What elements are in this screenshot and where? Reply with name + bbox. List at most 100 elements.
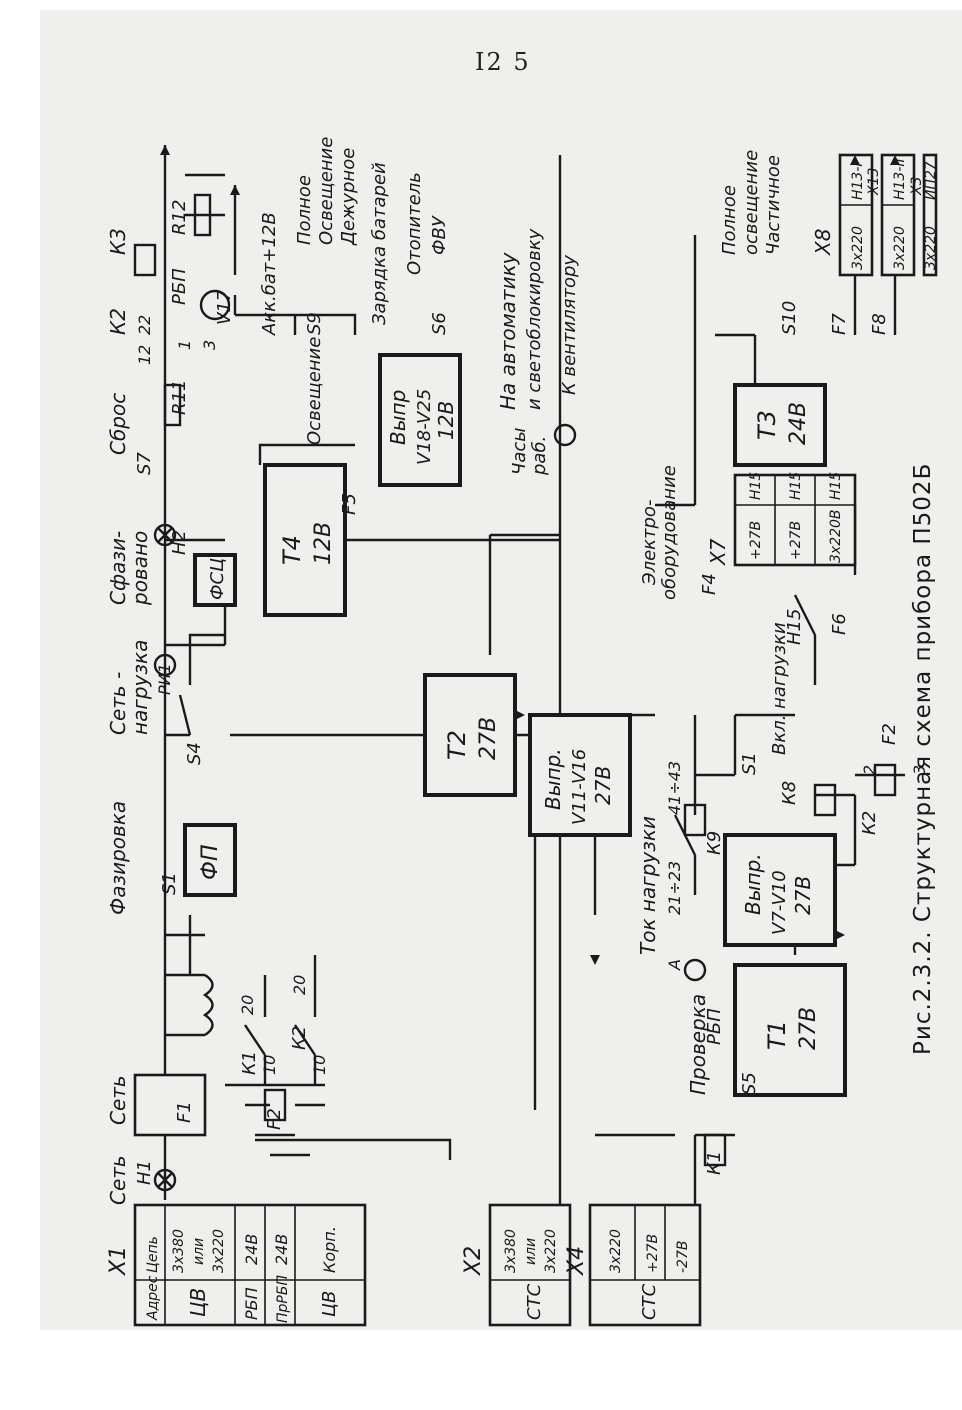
x4-right-bot: -27В: [675, 1241, 691, 1273]
x3-right: ИП27: [923, 161, 939, 200]
relay-k9-icon: [683, 803, 707, 837]
v7-line3: 27В: [791, 876, 815, 915]
label-s7: S7: [134, 452, 155, 475]
label-ammeter: А: [665, 959, 684, 971]
x1-r2-right: 24В: [242, 1234, 261, 1265]
connector-x8: [838, 153, 874, 277]
label-polnoe-2: Полное: [719, 185, 740, 255]
relay-k2-icon: [873, 763, 897, 797]
label-set-nagruzka-1: Сеть -: [106, 672, 130, 735]
block-t1: [733, 963, 847, 1097]
label-sbros: Сброс: [106, 393, 130, 455]
label-svetoblok: и светоблокировку: [524, 228, 545, 410]
label-osvesh2: Освещение: [316, 137, 337, 245]
block-f1: [133, 1073, 207, 1137]
label-s6: S6: [429, 312, 450, 335]
block-t4: [263, 463, 347, 617]
arrow-icon: [515, 710, 525, 720]
t3-value: 24В: [786, 402, 811, 445]
diagram-stage: X1 Адрес Цепь ЦВ 3х380 или 3х220 РБП 24В…: [95, 75, 940, 1335]
block-fsc: [193, 553, 237, 607]
label-k1: К1: [239, 1051, 260, 1075]
label-s4: S4: [184, 742, 205, 765]
x1-r4-left: ЦВ: [319, 1291, 340, 1317]
label-s5: S5: [739, 1072, 760, 1095]
label-k1-10: 10: [260, 1055, 279, 1075]
connector-x4: [588, 1203, 702, 1327]
label-pi1: РИ1: [155, 663, 174, 695]
block-v18: [378, 353, 462, 487]
label-f6: F6: [829, 613, 850, 635]
label-sfazirovano-2: ровано: [128, 531, 152, 606]
resistor-r11-icon: [163, 383, 182, 427]
label-k1-bot: К1: [704, 1151, 725, 1175]
label-set-h1: Сеть: [106, 1155, 130, 1205]
arrow-icon: [890, 155, 900, 165]
label-r21: 21÷23: [665, 861, 684, 915]
x1-r1-right-1: или: [191, 1238, 207, 1265]
label-na-avtomatiku: На автоматику: [496, 251, 520, 410]
relay-k8-icon: [813, 783, 837, 817]
x13-id: X13: [866, 168, 882, 196]
label-osveshchenie: Освещение: [304, 337, 325, 445]
block-t3: [733, 383, 827, 467]
v11-line2: V11-V16: [569, 749, 590, 825]
texts: X1 Адрес Цепь ЦВ 3х380 или 3х220 РБП 24В…: [106, 137, 939, 1323]
label-f2-2: 2: [860, 765, 879, 775]
label-s10: S10: [779, 301, 800, 335]
v7-line1: Выпр.: [741, 853, 765, 915]
label-set-nagruzka-2: нагрузка: [128, 640, 152, 735]
label-chasy-2: раб.: [529, 436, 550, 476]
arrow-icon: [835, 930, 845, 940]
fp-title: ФП: [198, 845, 223, 880]
label-k-vent: К вентилятору: [559, 255, 580, 395]
label-k2-1: 1: [175, 340, 194, 350]
label-k2-3: 3: [200, 340, 219, 350]
x4-id: X4: [564, 1246, 589, 1276]
block-diagram: X1 Адрес Цепь ЦВ 3х380 или 3х220 РБП 24В…: [106, 137, 939, 1327]
x1-r0-right: Цепь: [145, 1236, 161, 1273]
label-otopitel: Отопитель: [404, 172, 425, 275]
arrow-icon: [850, 155, 860, 165]
block-v7: [723, 833, 837, 947]
label-k2: К2: [289, 1026, 310, 1050]
x2-id: X2: [461, 1246, 486, 1276]
label-elektro-1: Электро-: [639, 500, 660, 586]
label-s9: S9: [304, 312, 325, 335]
x4-right-mid: +27В: [645, 1234, 661, 1273]
top-margin: [40, 0, 962, 10]
label-akk: Акк.бат+12В: [259, 212, 280, 336]
label-v17: V17: [214, 289, 235, 325]
label-fazirovka: Фазировка: [106, 801, 130, 915]
x2-left: СТС: [524, 1283, 545, 1320]
label-k2-top: К2: [106, 308, 130, 335]
x7-r2-a: 3х220В: [828, 509, 844, 563]
x7-r0-a: +27В: [748, 521, 764, 560]
relay-f2-icon: [263, 1088, 287, 1122]
label-f7: F7: [829, 313, 850, 335]
block-t2: [423, 673, 517, 797]
rotated-diagram: X1 Адрес Цепь ЦВ 3х380 или 3х220 РБП 24В…: [95, 75, 940, 1335]
x8-id: X8: [811, 229, 835, 256]
x7-r1-a: +27В: [788, 521, 804, 560]
x1-r1-right-0: 3х380: [171, 1229, 187, 1273]
x7-r0-b: Н15: [748, 472, 764, 500]
relay-k1-icon: [703, 1133, 727, 1167]
label-k9: К9: [704, 831, 725, 855]
t4-title: Т4: [278, 535, 306, 565]
x1-r3-left: ПрРБП: [275, 1275, 291, 1323]
clock-icon: [553, 423, 577, 447]
label-chastochnoe: Частичное: [763, 155, 784, 255]
x4-right-top: 3х220: [608, 1229, 624, 1273]
x3-left: 3х220: [923, 226, 939, 270]
x7-r1-b: Н15: [788, 472, 804, 500]
connector-x7: [733, 473, 857, 567]
connector-x3: [922, 153, 938, 277]
label-vkl: Вкл. нагрузки: [769, 622, 790, 755]
x4-left: СТС: [639, 1283, 660, 1320]
connector-x1: [133, 1203, 367, 1327]
arrow-icon: [230, 185, 240, 195]
x1-id: X1: [106, 1246, 131, 1276]
label-rbp2: РБП: [704, 1008, 725, 1045]
label-dezhurnoe: Дежурное: [338, 148, 359, 246]
